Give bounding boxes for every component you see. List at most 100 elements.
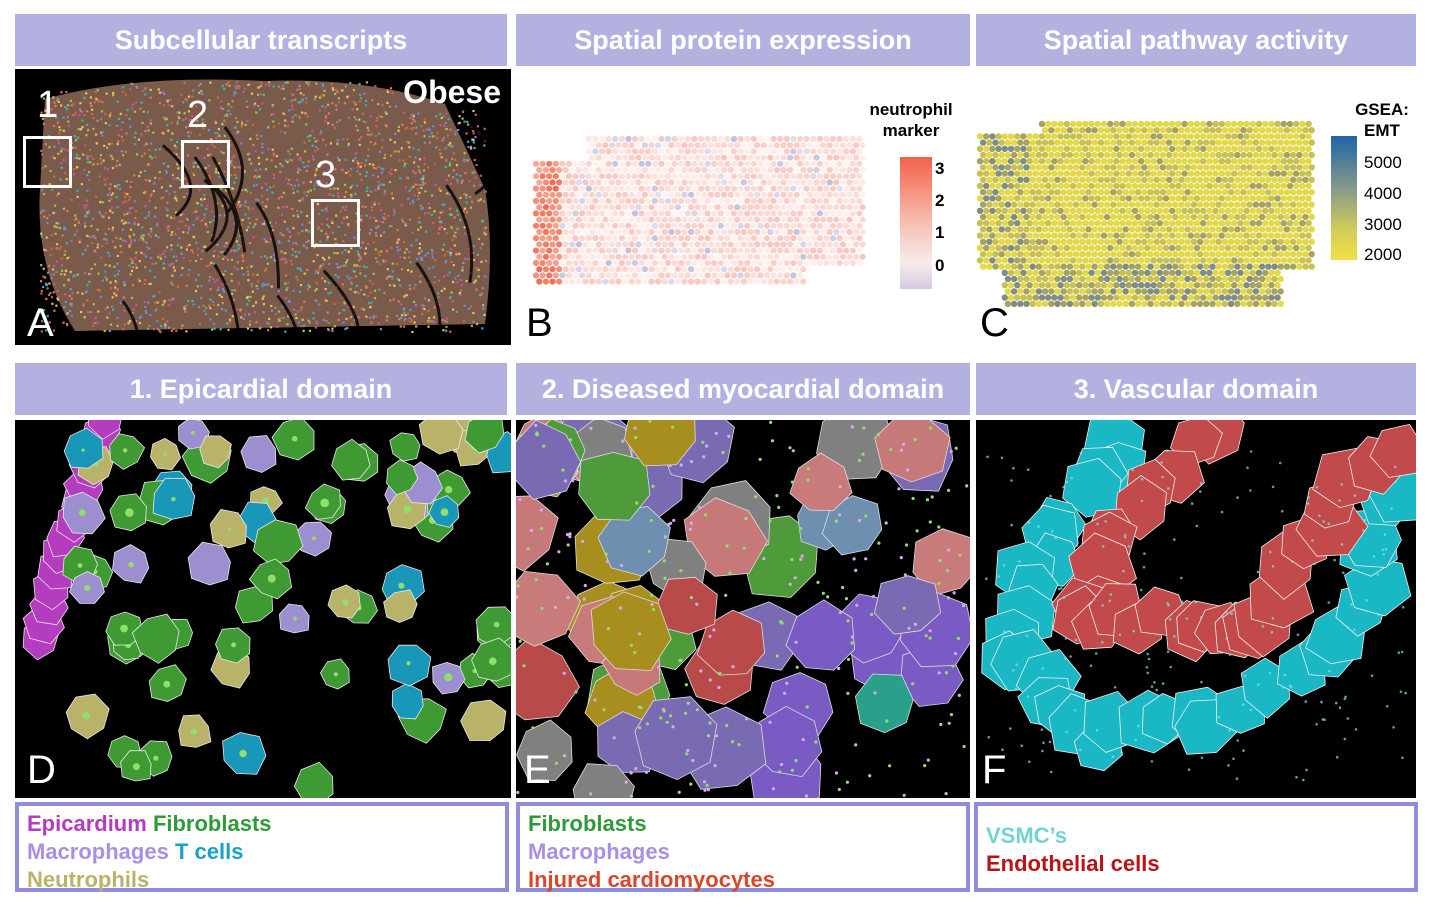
legend-vsmc: VSMC’s [986,823,1068,848]
cell [387,644,432,687]
legend-macrophages-e: Macrophages [528,839,670,864]
colorbar-c-tick-2000: 2000 [1364,245,1402,264]
cell [131,613,180,664]
panel-letter-f: F [982,748,1007,792]
legend-macrophages-d: Macrophages [27,839,169,864]
cell [386,459,419,496]
legend-d-row-2: Macrophages T cells [27,838,497,866]
region-box-1 [23,136,72,188]
cell [578,451,651,521]
gsea-emt-map [976,120,1315,307]
region-box-2 [181,140,230,188]
cell [240,435,277,473]
panel-f-vascular-cells: F [976,420,1416,798]
cell [516,637,580,721]
cell [199,435,232,469]
region-number-1: 1 [37,84,59,126]
colorbar-c [1331,136,1357,260]
pathway-spots [976,120,1315,307]
vsmc-dots [985,449,1407,782]
cell [572,763,635,798]
cell [391,682,424,720]
cell [1369,423,1416,478]
myocardial-cell-map [516,420,970,798]
transcript-map [39,79,498,345]
cell [874,420,951,483]
panel-letter-e: E [524,748,551,792]
cell [789,452,853,512]
cell [516,420,582,500]
legend-fibroblasts-d: Fibroblasts [152,811,272,836]
cell [475,606,511,649]
epicardial-cells [22,420,511,798]
cell [590,591,672,672]
panel-d-epicardial-cells: D [15,420,511,798]
transcript-dots [40,81,488,334]
colorbar-title-b-line2: marker [882,121,940,140]
panel-letter-a: A [27,301,54,345]
panel-c-pathway-activity: GSEA: EMT 5000 4000 3000 2000 C [976,69,1416,345]
colorbar-title-c-line1: GSEA: [1355,100,1409,119]
colorbar-c-tick-5000: 5000 [1364,153,1402,172]
cell [464,420,505,454]
colorbar-b-tick-0: 0 [935,256,945,275]
cell [516,719,573,782]
legend-endothelial-cells: Endothelial cells [986,851,1160,876]
colorbar-c-tick-3000: 3000 [1364,215,1402,234]
header-vascular-domain: 3. Vascular domain [976,363,1416,415]
cell [516,495,559,572]
header-subcellular-transcripts: Subcellular transcripts [15,14,507,66]
vascular-cell-map [981,420,1416,782]
header-spatial-pathway-activity: Spatial pathway activity [976,14,1416,66]
cell [634,696,718,781]
legend-d-row-3: Neutrophils [27,866,497,894]
cell [109,433,146,470]
panel-letter-c: C [980,301,1009,345]
region-number-3: 3 [315,154,337,196]
epicardium-cell [87,420,122,440]
cell [696,609,766,676]
cell [854,673,914,734]
panel-b-protein-expression: neutrophil marker 3 2 1 0 B [516,69,970,345]
legend-d: Epicardium Fibroblasts Macrophages T cel… [15,802,509,892]
cell [460,699,507,742]
legend-neutrophils: Neutrophils [27,867,150,892]
region-box-3 [311,199,360,247]
colorbar-b-tick-2: 2 [935,191,945,210]
legend-e: Fibroblasts Macrophages Injured cardiomy… [516,802,970,892]
panel-a-transcripts-image: 1 2 3 Obese A [15,69,511,345]
colorbar-title-b: neutrophil marker [866,99,956,141]
cell [178,420,210,450]
myocardial-cells [516,420,970,798]
panel-letter-b: B [526,301,553,345]
colorbar-b [900,157,932,289]
colorbar-c-tick-4000: 4000 [1364,184,1402,203]
obese-label: Obese [403,74,501,110]
neutrophil-marker-map [532,135,866,285]
region-number-2: 2 [187,94,209,136]
cell [252,519,304,565]
cell [751,705,823,778]
cell [389,432,421,462]
cell [912,528,970,597]
cell [331,438,371,481]
cell [63,427,104,469]
colorbar-b-tick-1: 1 [935,223,945,242]
cell [785,599,856,671]
vascular-cells [981,420,1416,772]
colorbar-b-tick-3: 3 [935,159,945,178]
header-epicardial-domain: 1. Epicardial domain [15,363,507,415]
cell [597,506,671,577]
epicardial-cell-map [22,420,511,798]
panel-letter-d: D [27,748,56,792]
legend-fibroblasts-e: Fibroblasts [528,811,647,836]
legend-epicardium: Epicardium [27,811,147,836]
cell [293,761,334,798]
colorbar-title-c: GSEA: EMT [1348,99,1416,141]
legend-injured-cardiomyocytes: Injured cardiomyocytes [528,867,775,892]
cell [657,576,718,635]
cell [418,420,464,455]
cell [187,541,231,586]
header-spatial-protein-expression: Spatial protein expression [516,14,970,66]
colorbar-title-b-line1: neutrophil [869,100,953,119]
